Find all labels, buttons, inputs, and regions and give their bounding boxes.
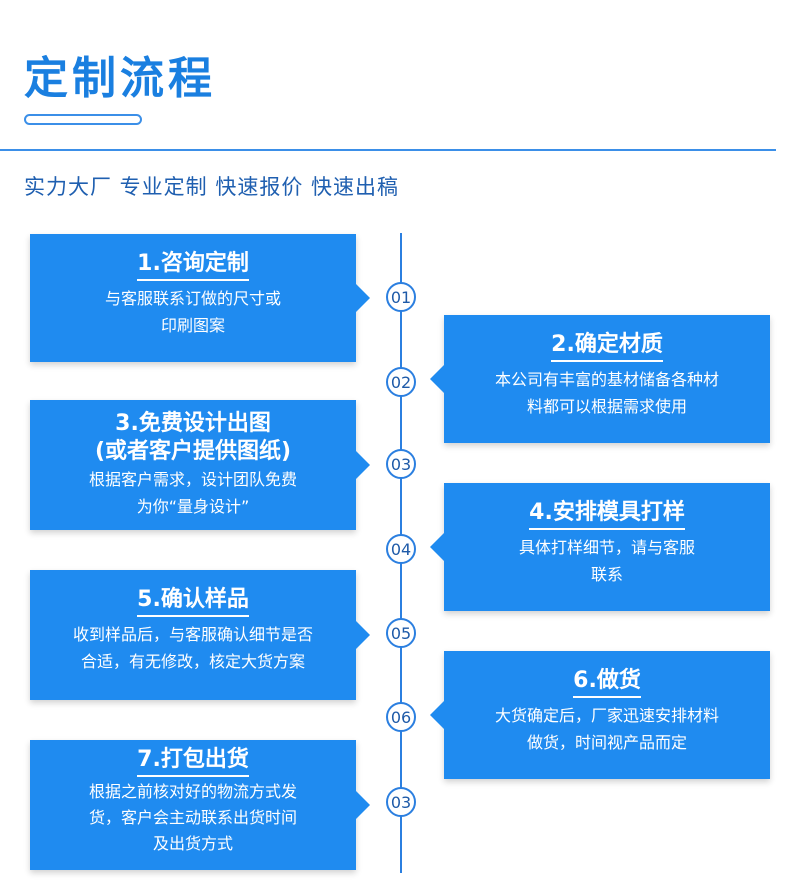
step-title: 5.确认样品 [137, 586, 249, 617]
step-node-6: 06 [386, 702, 416, 732]
step-title: 1.咨询定制 [137, 250, 249, 281]
step-node-2: 02 [386, 367, 416, 397]
step-card-7: 7.打包出货 根据之前核对好的物流方式发 货，客户会主动联系出货时间 及出货方式 [30, 740, 370, 870]
step-card-4: 4.安排模具打样 具体打样细节，请与客服 联系 [430, 483, 770, 611]
step-node-4: 04 [386, 534, 416, 564]
step-node-1: 01 [386, 282, 416, 312]
step-description: 根据之前核对好的物流方式发 货，客户会主动联系出货时间 及出货方式 [88, 782, 297, 853]
step-card-3: 3.免费设计出图 (或者客户提供图纸) 根据客户需求，设计团队免费 为你“量身设… [30, 400, 370, 530]
tagline: 实力大厂 专业定制 快速报价 快速出稿 [24, 175, 400, 199]
step-card-5: 5.确认样品 收到样品后，与客服确认细节是否 合适，有无修改，核定大货方案 [30, 570, 370, 700]
step-title: 3.免费设计出图 [115, 411, 271, 436]
step-description: 大货确定后，厂家迅速安排材料 做货，时间视产品而定 [494, 706, 719, 752]
step-title: 6.做货 [573, 667, 641, 698]
title-underline-pill [24, 114, 142, 125]
step-subtitle: (或者客户提供图纸) [94, 439, 292, 464]
step-card-1: 1.咨询定制 与客服联系订做的尺寸或 印刷图案 [30, 234, 370, 362]
step-description: 根据客户需求，设计团队免费 为你“量身设计” [88, 470, 297, 516]
step-node-5: 05 [386, 618, 416, 648]
step-title: 2.确定材质 [551, 331, 663, 362]
step-title: 7.打包出货 [137, 746, 249, 777]
header-divider [0, 149, 776, 151]
step-card-2: 2.确定材质 本公司有丰富的基材储备各种材 料都可以根据需求使用 [430, 315, 770, 443]
step-node-7: 03 [386, 787, 416, 817]
step-card-6: 6.做货 大货确定后，厂家迅速安排材料 做货，时间视产品而定 [430, 651, 770, 779]
step-description: 本公司有丰富的基材储备各种材 料都可以根据需求使用 [494, 370, 719, 416]
step-node-3: 03 [386, 449, 416, 479]
step-description: 具体打样细节，请与客服 联系 [518, 538, 695, 584]
page-title: 定制流程 [24, 53, 216, 104]
step-description: 与客服联系订做的尺寸或 印刷图案 [104, 289, 281, 335]
step-title: 4.安排模具打样 [529, 499, 685, 530]
step-description: 收到样品后，与客服确认细节是否 合适，有无修改，核定大货方案 [72, 625, 313, 671]
